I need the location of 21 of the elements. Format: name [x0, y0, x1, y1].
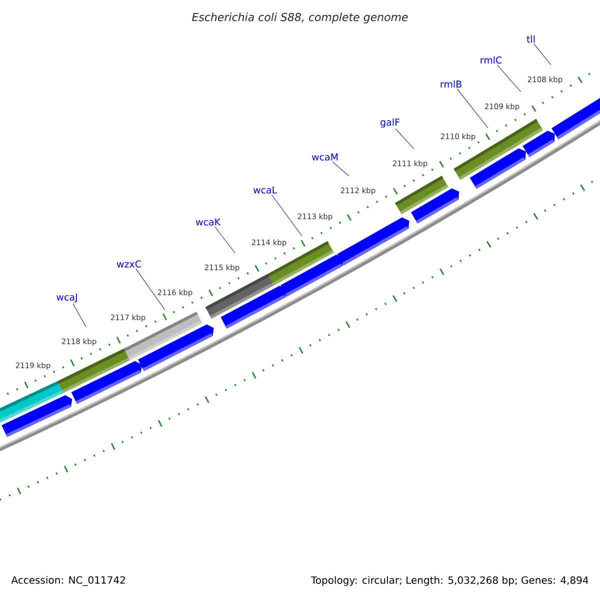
gene-label: wcaJ [56, 294, 77, 302]
gene-label: galF [380, 118, 400, 128]
leader-line [496, 64, 522, 92]
gene-label: wcaL [253, 186, 277, 194]
leader-line [136, 268, 166, 310]
leader-line [214, 226, 236, 254]
leader-line [72, 303, 86, 328]
title: Escherichia coli S88, complete genome [192, 12, 408, 24]
gene-label: wcaM [312, 153, 338, 161]
footer-text: Accession: NC_011742 [11, 576, 125, 586]
leader-line [456, 88, 488, 128]
gene-label: rmlB [440, 80, 462, 88]
leader-line [395, 128, 414, 150]
leader-line [534, 44, 552, 66]
gene-label: wcaK [196, 218, 221, 226]
gene-label: tll [526, 35, 535, 43]
gene-label: wzxC [116, 260, 141, 268]
footer-text: Topology: circular; Length: 5,032,268 bp; Genes: 4,894 [310, 576, 588, 586]
leader-line [332, 161, 350, 176]
leader-line [271, 194, 302, 236]
gene-label: rmlC [480, 56, 502, 64]
